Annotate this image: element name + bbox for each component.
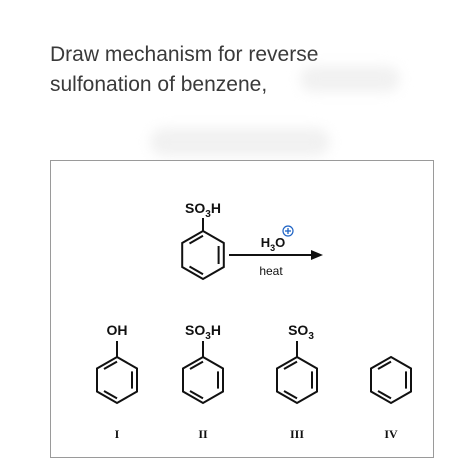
reaction-arrow: H3O heat (229, 225, 323, 278)
option-iv: IV (370, 355, 412, 441)
reaction-panel: SO3H H3O heat OH (50, 160, 434, 458)
option-ii-numeral: II (198, 427, 208, 441)
benzene-ring (370, 355, 412, 405)
benzene-ring (181, 229, 225, 281)
blur-smudge (150, 128, 330, 156)
question-text: Draw mechanism for reverse sulfonation o… (50, 40, 318, 100)
option-ii-group-label: SO3H (185, 322, 221, 342)
option-i-group-label: OH (107, 322, 128, 338)
reactant-sulfonic-label: SO3H (185, 200, 221, 220)
condition-label: heat (259, 264, 283, 278)
option-i-numeral: I (115, 427, 120, 441)
option-ii: SO3H II (182, 322, 224, 441)
reagent-label: H3O (261, 235, 286, 253)
option-iv-numeral: IV (384, 427, 398, 441)
question-line-2: sulfonation of benzene, (50, 73, 268, 96)
arrow-head-icon (311, 250, 323, 260)
option-iii-group-label: SO3 (288, 322, 314, 342)
benzene-ring (276, 355, 318, 405)
reactant-molecule: SO3H (181, 200, 225, 281)
benzene-ring (182, 355, 224, 405)
option-i: OH I (96, 322, 138, 441)
option-iii: SO3 III (276, 322, 318, 441)
benzene-ring (96, 355, 138, 405)
reaction-diagram: SO3H H3O heat OH (96, 200, 412, 441)
blur-smudge (300, 66, 400, 92)
question-line-1: Draw mechanism for reverse (50, 43, 319, 66)
option-iii-numeral: III (290, 427, 304, 441)
